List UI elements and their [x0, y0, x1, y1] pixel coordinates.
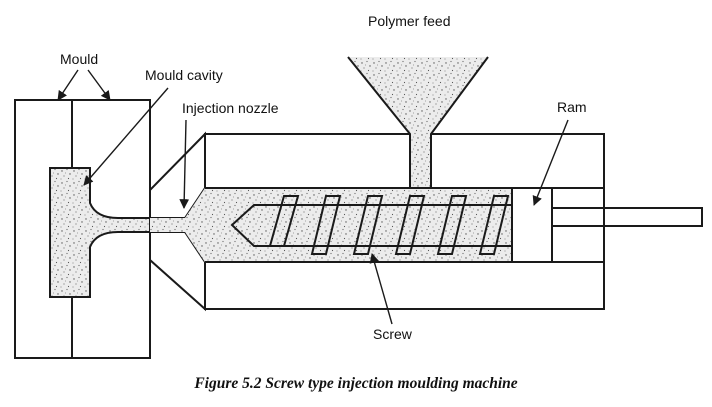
- label-mould-cavity: Mould cavity: [145, 67, 223, 83]
- label-screw: Screw: [373, 326, 413, 342]
- label-polymer-feed: Polymer feed: [368, 13, 450, 29]
- pointer-ram: [532, 119, 569, 206]
- hopper-left-wall: [347, 56, 411, 188]
- label-injection-nozzle-group: Injection nozzle: [179, 100, 279, 209]
- pointer-screw: [369, 253, 393, 325]
- molten-polymer: [150, 160, 512, 262]
- label-mould-group: Mould: [57, 51, 111, 101]
- pointer-injection-nozzle: [179, 119, 190, 209]
- hopper: [347, 56, 489, 188]
- pointer-mould-left: [57, 69, 79, 101]
- barrel-lower-wall: [204, 261, 605, 310]
- screw-flight: [394, 195, 426, 255]
- pointer-mould-cavity: [83, 87, 169, 186]
- mould: [14, 99, 151, 359]
- label-screw-group: Screw: [369, 253, 413, 342]
- screw-flight: [310, 195, 342, 255]
- label-injection-nozzle: Injection nozzle: [182, 100, 279, 116]
- barrel-upper-wall: [204, 133, 411, 189]
- ram-head: [511, 187, 553, 263]
- label-mould-cavity-group: Mould cavity: [83, 67, 223, 186]
- hopper-right-wall: [430, 56, 489, 188]
- barrel-upper-wall-right: [430, 133, 605, 189]
- pointer-mould-right: [87, 69, 111, 101]
- ram-rod: [551, 207, 703, 227]
- label-ram: Ram: [557, 99, 587, 115]
- screw-flight: [352, 195, 384, 255]
- barrel: [149, 131, 605, 312]
- figure-caption: Figure 5.2 Screw type injection moulding…: [193, 375, 517, 392]
- screw-flights: [268, 195, 510, 255]
- ram: [511, 187, 703, 263]
- screw-flight: [268, 195, 300, 247]
- hopper-body: [348, 57, 488, 160]
- screw-flight: [478, 195, 510, 255]
- label-mould: Mould: [60, 51, 98, 67]
- screw-flight: [436, 195, 468, 255]
- label-polymer-feed-group: Polymer feed: [368, 13, 450, 29]
- mould-cavity: [49, 167, 151, 298]
- label-ram-group: Ram: [532, 99, 587, 206]
